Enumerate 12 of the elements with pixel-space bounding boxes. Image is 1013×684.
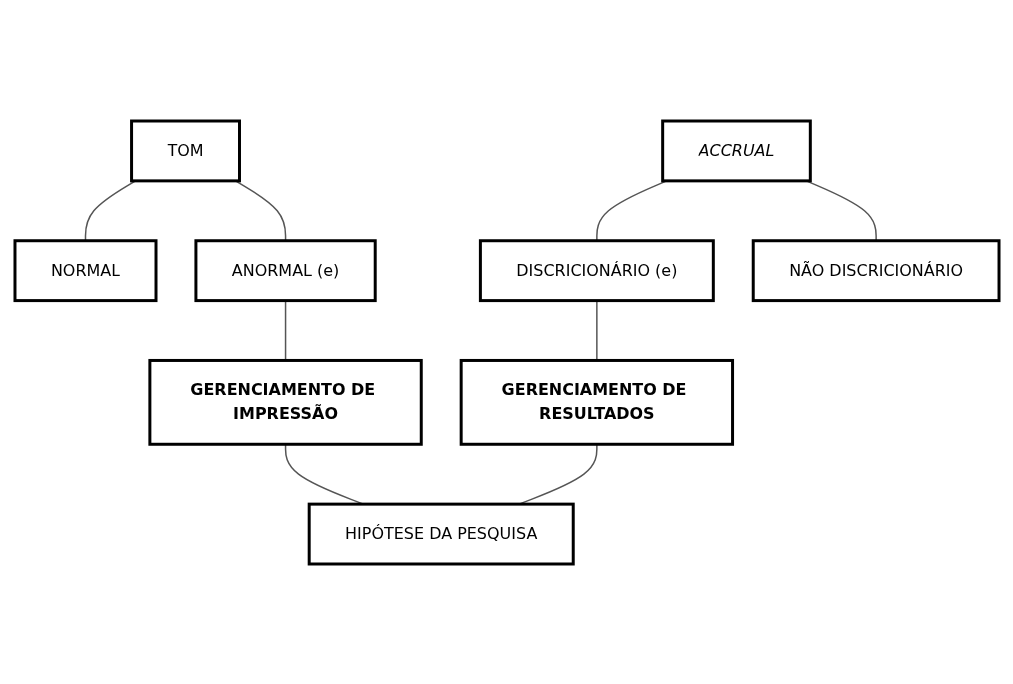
connector: [595, 179, 667, 241]
node-box: NÃO DISCRICIONÁRIO: [751, 238, 1000, 302]
node-box: HIPÓTESE DA PESQUISA: [307, 502, 575, 565]
node-box: NORMAL: [13, 238, 157, 302]
node-box: ANORMAL (e): [193, 238, 377, 302]
connector: [805, 179, 877, 241]
node-box: GERENCIAMENTO DE IMPRESSÃO: [147, 358, 423, 446]
node-box: ACCRUAL: [660, 119, 812, 182]
node-box: DISCRICIONÁRIO (e): [478, 238, 715, 302]
connector: [84, 179, 136, 241]
node-box: TOM: [129, 119, 241, 182]
node-box: GERENCIAMENTO DE RESULTADOS: [459, 358, 734, 446]
